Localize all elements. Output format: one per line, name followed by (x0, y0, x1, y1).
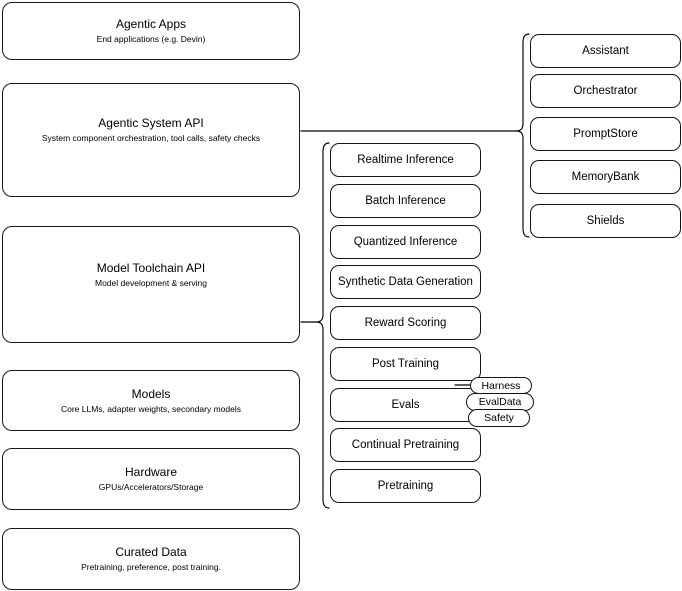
toolchain-item-label: Realtime Inference (357, 154, 454, 166)
agentic-system-item-label: Assistant (582, 45, 629, 57)
agentic-system-item-assistant[interactable]: Assistant (530, 34, 681, 68)
layer-title: Agentic System API (98, 116, 204, 130)
layer-title: Agentic Apps (115, 17, 187, 31)
agentic-system-item-label: Orchestrator (573, 85, 638, 97)
toolchain-item-evals[interactable]: Evals (330, 388, 481, 422)
layer-subtitle: End applications (e.g. Devin) (96, 34, 206, 44)
toolchain-item-pretraining[interactable]: Pretraining (330, 469, 481, 503)
layer-subtitle: System component orchestration, tool cal… (41, 133, 261, 143)
evals-badge-safety[interactable]: Safety (468, 409, 530, 427)
agentic-system-item-label: Shields (586, 215, 625, 227)
layer-model-toolchain-api[interactable]: Model Toolchain API Model development & … (2, 226, 300, 343)
toolchain-item-label: Reward Scoring (364, 317, 447, 329)
brace-model-toolchain-components (316, 142, 330, 509)
toolchain-item-label: Pretraining (377, 480, 434, 492)
agentic-system-item-label: PromptStore (573, 128, 638, 140)
toolchain-item-reward-scoring[interactable]: Reward Scoring (330, 306, 481, 340)
agentic-system-item-orchestrator[interactable]: Orchestrator (530, 74, 681, 108)
agentic-system-item-promptstore[interactable]: PromptStore (530, 117, 681, 151)
evals-badge-evaldata[interactable]: EvalData (466, 393, 534, 411)
layer-agentic-apps[interactable]: Agentic Apps End applications (e.g. Devi… (2, 2, 300, 60)
toolchain-item-label: Post Training (371, 358, 440, 370)
agentic-system-item-memorybank[interactable]: MemoryBank (530, 160, 681, 194)
toolchain-item-realtime-inference[interactable]: Realtime Inference (330, 143, 481, 177)
toolchain-item-label: Evals (391, 399, 420, 411)
layer-title: Hardware (124, 465, 178, 479)
toolchain-item-label: Synthetic Data Generation (338, 276, 473, 288)
evals-badge-harness[interactable]: Harness (470, 377, 532, 394)
layer-curated-data[interactable]: Curated Data Pretraining, preference, po… (2, 528, 300, 590)
agentic-system-item-shields[interactable]: Shields (530, 204, 681, 238)
evals-badge-label: Harness (481, 379, 521, 392)
layer-subtitle: GPUs/Accelerators/Storage (98, 482, 204, 492)
layer-title: Model Toolchain API (96, 261, 206, 275)
toolchain-item-label: Batch Inference (365, 195, 446, 207)
layer-hardware[interactable]: Hardware GPUs/Accelerators/Storage (2, 448, 300, 510)
brace-agentic-system-components (516, 33, 530, 238)
toolchain-item-label: Quantized Inference (353, 236, 458, 248)
evals-badge-label: Safety (484, 412, 514, 424)
layer-subtitle: Pretraining, preference, post training. (81, 562, 221, 572)
agentic-system-item-label: MemoryBank (571, 171, 640, 183)
toolchain-item-synthetic-data-generation[interactable]: Synthetic Data Generation (330, 265, 481, 299)
layer-title: Models (131, 386, 171, 401)
toolchain-item-batch-inference[interactable]: Batch Inference (330, 184, 481, 218)
layer-subtitle: Model development & serving (95, 278, 207, 288)
toolchain-item-label: Continual Pretraining (351, 439, 460, 451)
layer-subtitle: Core LLMs, adapter weights, secondary mo… (60, 403, 241, 414)
layer-agentic-system-api[interactable]: Agentic System API System component orch… (2, 83, 300, 197)
evals-badge-label: EvalData (478, 396, 522, 408)
toolchain-item-post-training[interactable]: Post Training (330, 347, 481, 381)
layer-models[interactable]: Models Core LLMs, adapter weights, secon… (2, 370, 300, 431)
layer-title: Curated Data (115, 545, 187, 559)
toolchain-item-quantized-inference[interactable]: Quantized Inference (330, 225, 481, 259)
toolchain-item-continual-pretraining[interactable]: Continual Pretraining (330, 428, 481, 462)
